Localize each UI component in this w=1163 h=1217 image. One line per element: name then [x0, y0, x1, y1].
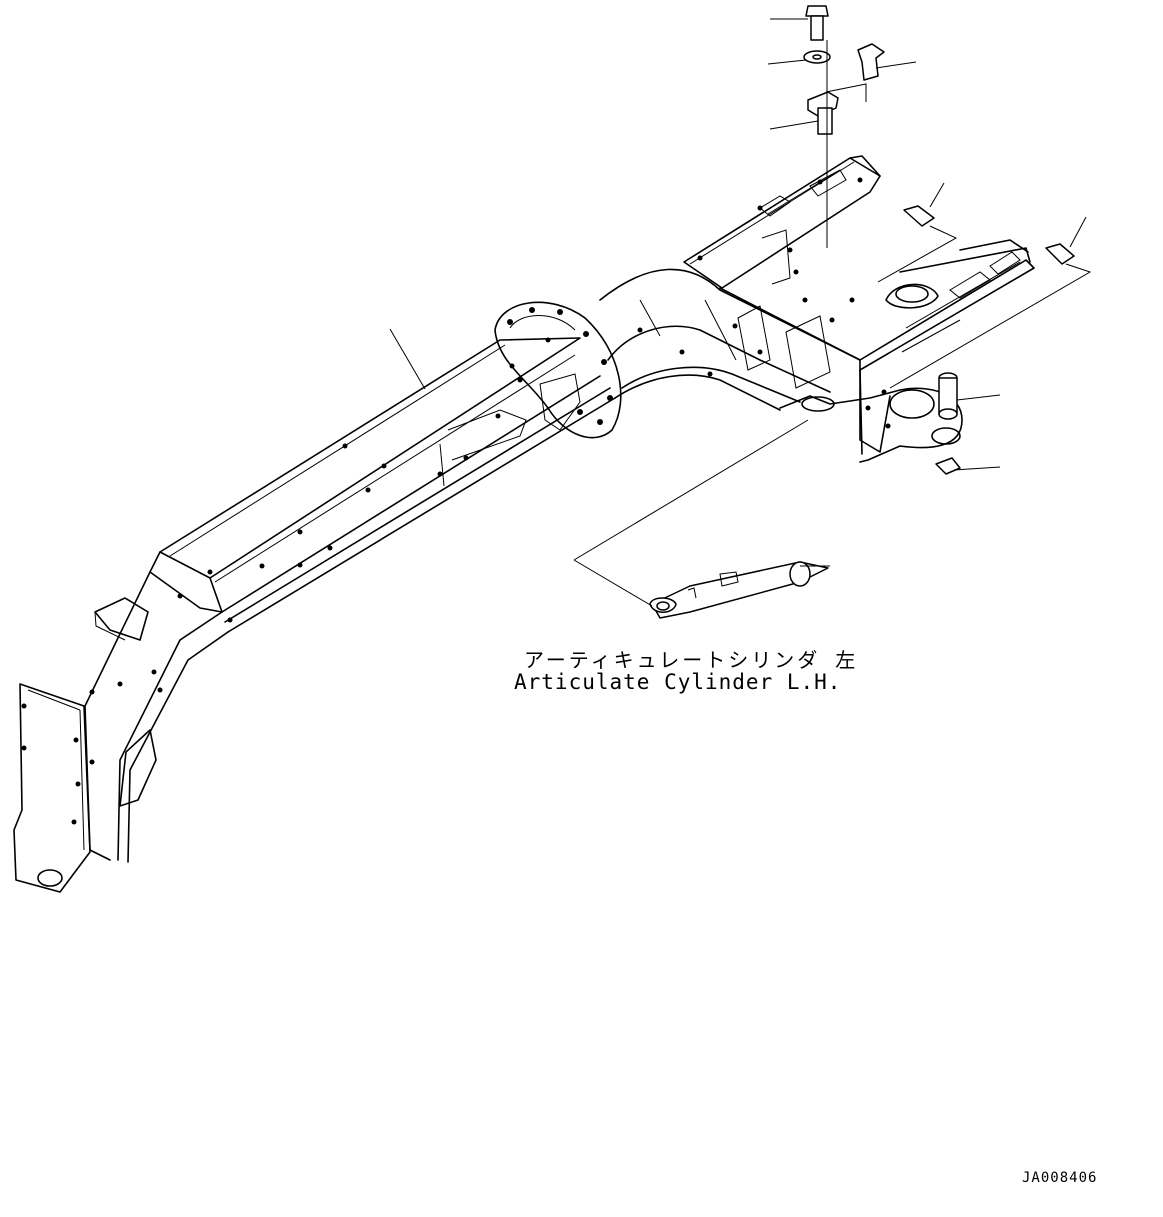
callout-english-label: Articulate Cylinder L.H. [514, 670, 842, 694]
rear-frame-body [13, 337, 616, 893]
drawing-number: JA008406 [1022, 1170, 1098, 1186]
pivot-pin [938, 372, 958, 420]
articulate-cylinder [649, 561, 829, 619]
front-frame-box [683, 155, 1035, 463]
retaining-clip [935, 457, 961, 475]
gooseneck [599, 268, 861, 411]
grease-fitting-2 [1045, 243, 1075, 265]
grease-fitting-1 [903, 205, 935, 227]
leader-lines [389, 18, 1092, 607]
elbow-fitting [857, 43, 885, 81]
callout-japanese-label: アーティキュレートシリンダ 左 [524, 648, 859, 672]
washer [803, 50, 831, 64]
pin-with-plate [807, 91, 839, 135]
bolt [805, 5, 829, 41]
hitch-flange [494, 301, 622, 439]
